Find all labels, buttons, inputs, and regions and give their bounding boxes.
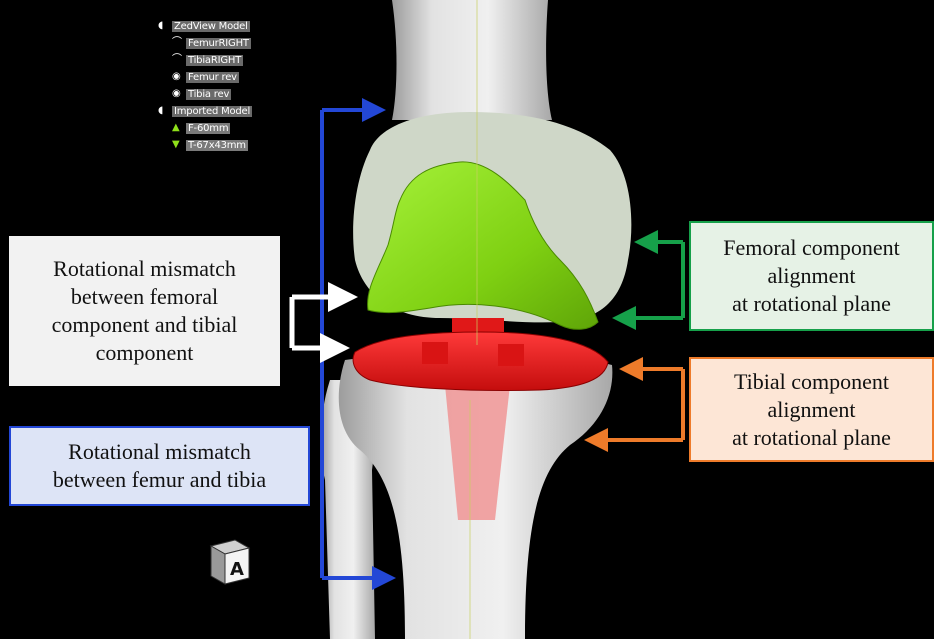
tibial-lug-right [498,344,524,366]
label-tibial-alignment: Tibial component alignment at rotational… [689,357,934,462]
folder-icon: ◖ [158,106,170,117]
label-rotational-mismatch-components: Rotational mismatch between femoral comp… [9,236,280,386]
tibial-tray [353,332,608,391]
green-bracket-arrow [620,242,683,318]
tibial-model-icon: ▼ [172,140,184,151]
mesh-icon: ⌒ [172,55,184,66]
tree-item-tibia-right[interactable]: ⌒ TibiaRIGHT [172,54,243,66]
tree-item-t-67x43mm[interactable]: ▼ T-67x43mm [172,139,248,151]
tree-item-tibia-rev[interactable]: ◉ Tibia rev [172,88,231,100]
tree-item-femur-right[interactable]: ⌒ FemurRIGHT [172,37,251,49]
tree-group-zedview[interactable]: ◖ ZedView Model [158,20,250,32]
orientation-cube[interactable]: A [205,538,253,586]
tibial-lug-left [422,342,448,364]
femur-shaft [392,0,552,120]
label-femoral-alignment: Femoral component alignment at rotationa… [689,221,934,331]
femoral-model-icon: ▲ [172,123,184,134]
tree-item-femur-rev[interactable]: ◉ Femur rev [172,71,239,83]
eye-icon: ◉ [172,89,184,100]
mesh-icon: ⌒ [172,38,184,49]
tree-group-imported[interactable]: ◖ Imported Model [158,105,252,117]
orientation-cube-label: A [230,559,244,580]
eye-icon: ◉ [172,72,184,83]
folder-icon: ◖ [158,21,170,32]
tree-item-f-60mm[interactable]: ▲ F-60mm [172,122,230,134]
label-rotational-mismatch-bones: Rotational mismatch between femur and ti… [9,426,310,506]
